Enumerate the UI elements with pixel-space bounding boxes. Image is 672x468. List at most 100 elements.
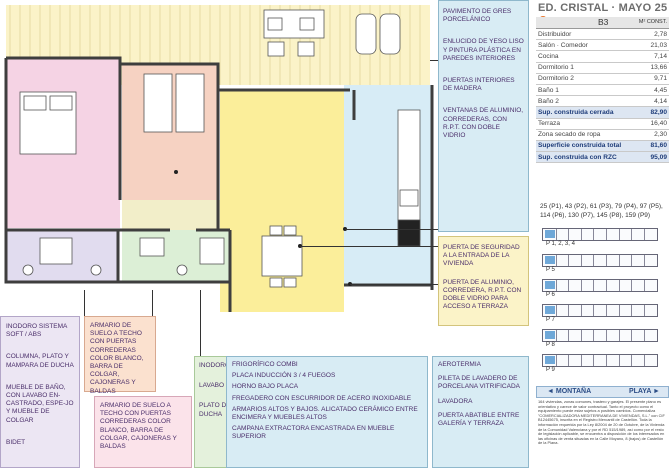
thumb-cell [618, 229, 620, 240]
thumb-cell [580, 305, 582, 316]
thumb-cell [643, 255, 645, 266]
area-label: Superficie construida total [536, 140, 644, 153]
thumb-cell [593, 355, 595, 366]
note-lavabo: LAVABO [199, 382, 225, 390]
area-label: Zona secado de ropa [536, 129, 644, 141]
area-label: Terraza [536, 118, 644, 130]
area-value: 2,30 [643, 129, 669, 141]
wardrobe-2-note: ARMARIO DE SUELO A TECHO CON PUERTAS COR… [94, 396, 192, 468]
floor-label: P 7 [546, 317, 555, 323]
leader-line [350, 284, 438, 285]
thumb-cell [593, 330, 595, 341]
note-inodoro: INODORO [199, 362, 231, 369]
walls [4, 56, 434, 312]
thumb-cell [643, 229, 645, 240]
units-line: 25 (P1), 43 (P2), 61 (P3), 79 (P4), 97 (… [540, 203, 663, 210]
thumb-cell [555, 355, 557, 366]
area-label: Dormitorio 1 [536, 62, 644, 74]
units-line: 114 (P6), 130 (P7), 145 (P8), 159 (P9) [540, 211, 651, 219]
title-text: ED. CRISTAL · MAYO 25 [538, 2, 668, 14]
floor-plan-thumb [542, 254, 658, 267]
area-label: Dormitorio 2 [536, 73, 644, 85]
area-value: 82,90 [643, 106, 669, 119]
thumb-cell [593, 280, 595, 291]
leader-line [300, 246, 438, 247]
thumb-cell [568, 330, 570, 341]
note-kitchen-item: FRIGORÍFICO COMBI [232, 361, 298, 368]
area-value: 4,45 [643, 84, 669, 97]
floor-plan-thumb [542, 304, 658, 317]
note-puerta-aluminio: PUERTA DE ALUMINIO, CORREDERA, R.P.T. CO… [443, 278, 522, 311]
area-label: Baño 1 [536, 84, 644, 97]
area-label: Baño 2 [536, 95, 644, 108]
floor-label: P 6 [546, 292, 555, 298]
note-armario-1: ARMARIO DE SUELO A TECHO CON PUERTAS COR… [90, 322, 144, 395]
leader-line [200, 290, 201, 356]
thumb-cell [606, 305, 607, 316]
thumb-cell [593, 255, 595, 266]
thumb-cell [618, 280, 620, 291]
entrance-notes: PUERTA DE SEGURIDAD A LA ENTRADA DE LA V… [438, 236, 529, 326]
note-laundry-item: PUERTA ABATIBLE ENTRE GALERÍA Y TERRAZA [438, 411, 520, 428]
area-value: 13,66 [643, 62, 669, 74]
thumb-cell [568, 305, 570, 316]
note-kitchen-item: CAMPANA EXTRACTORA ENCASTRADA EN MUEBLE … [232, 425, 395, 441]
leader-line [152, 290, 153, 316]
note-plato: PLATO DE DUCHA [199, 402, 231, 418]
thumb-cell [606, 229, 607, 240]
legal-disclaimer: 164 viviendas, zonas comunes, trastero y… [538, 399, 665, 446]
area-value: 9,71 [643, 73, 669, 85]
plan-header-row: B3 M² CONST. [536, 17, 669, 29]
thumb-cell [580, 229, 582, 240]
note-kitchen-item: FREGADERO CON ESCURRIDOR DE ACERO INOXID… [232, 394, 412, 402]
hall [122, 200, 220, 230]
thumb-cell [631, 330, 633, 341]
thumb-cell [643, 305, 645, 316]
area-label: Cocina [536, 50, 644, 63]
thumb-cell [580, 355, 582, 366]
thumb-cell [580, 255, 582, 266]
wardrobe-1-note: ARMARIO DE SUELO A TECHO CON PUERTAS COR… [84, 316, 156, 395]
thumb-cell [631, 280, 633, 291]
note-inodoro-sistema: INODORO SISTEMA SOFT / ABS [6, 323, 68, 339]
thumb-cell [643, 355, 645, 366]
laundry-notes: AEROTERMIA PILETA DE LAVADERO DE PORCELA… [432, 356, 529, 468]
floor-label: P 5 [546, 267, 555, 273]
note-columna: COLUMNA, PLATO Y MAMPARA DE DUCHA [6, 353, 74, 369]
thumb-cell [631, 355, 633, 366]
note-enlucido: ENLUCIDO DE YESO LISO Y PINTURA PLÁSTICA… [443, 38, 524, 62]
area-value: 81,60 [643, 140, 669, 153]
area-value: 16,40 [643, 118, 669, 130]
dining-table [261, 225, 303, 288]
note-kitchen-item: PLACA INDUCCIÓN 3 / 4 FUEGOS [232, 372, 336, 380]
floor-plan-thumb [542, 279, 658, 292]
thumb-cell [643, 280, 645, 291]
area-value: 21,03 [643, 39, 669, 52]
floor-plan-thumb [542, 228, 658, 241]
compass-beach: PLAYA ► [628, 388, 660, 395]
bath-fixtures [22, 237, 225, 276]
note-laundry-item: AEROTERMIA [438, 361, 481, 368]
thumb-cell [555, 330, 557, 341]
thumb-cell [580, 280, 582, 291]
floor-label: P 1, 2, 3, 4 [546, 241, 575, 247]
thumb-cell [618, 305, 620, 316]
area-label: Sup. construida con RZC [536, 151, 644, 164]
note-kitchen-item: HORNO BAJO PLACA [232, 383, 299, 391]
thumb-cell [606, 330, 607, 341]
units-list: 25 (P1), 43 (P2), 61 (P3), 79 (P4), 97 (… [540, 203, 663, 220]
thumb-cell [643, 330, 645, 341]
thumb-cell [580, 330, 582, 341]
area-column-header: M² CONST. [638, 19, 667, 25]
area-value: 4,14 [643, 95, 669, 108]
terrace-table [263, 9, 401, 57]
thumb-cell [568, 255, 570, 266]
